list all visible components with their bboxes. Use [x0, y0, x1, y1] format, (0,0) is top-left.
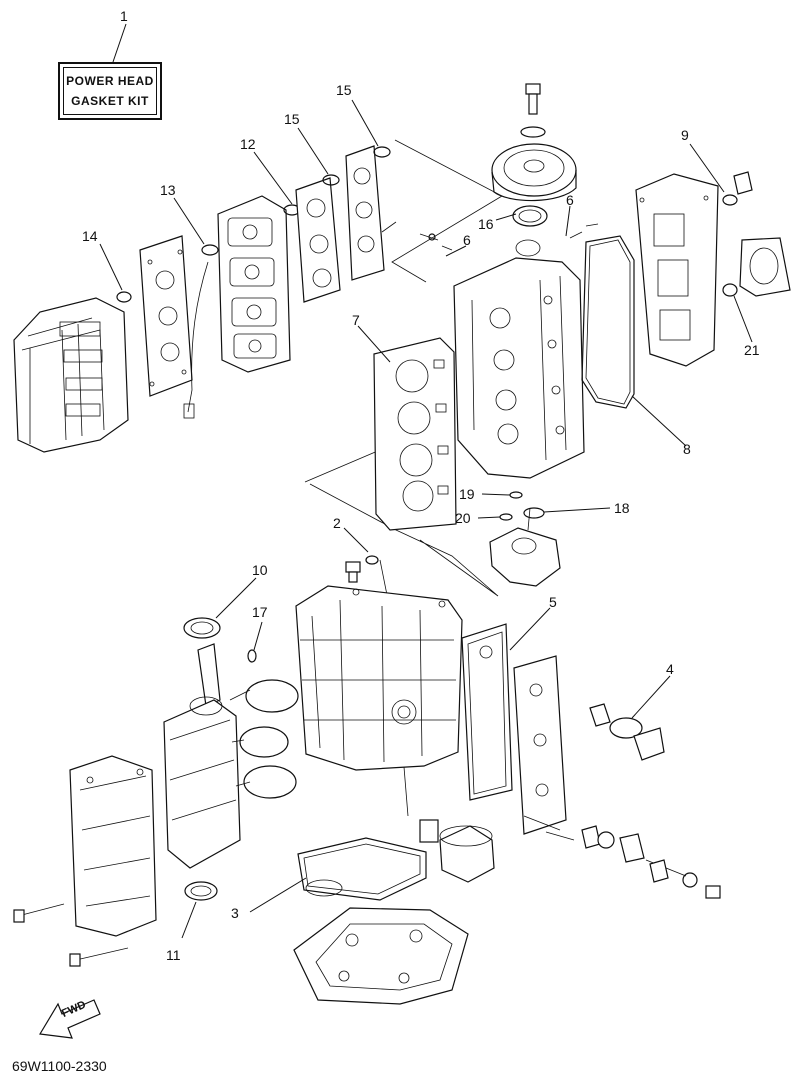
- crankcase: [295, 585, 463, 771]
- cylinder-head-cover: [13, 291, 132, 453]
- intake-plate: [139, 235, 219, 419]
- callout-9: 9: [681, 127, 689, 143]
- callout-15a: 15: [284, 111, 300, 127]
- callout-11: 11: [166, 947, 181, 963]
- oil-pan: [293, 907, 469, 1005]
- callout-17: 17: [252, 604, 268, 620]
- pin-17: [247, 649, 257, 663]
- cylinder-head-gasket: [373, 337, 457, 531]
- callout-13: 13: [160, 182, 176, 198]
- callout-4: 4: [666, 661, 674, 677]
- callout-2: 2: [333, 515, 341, 531]
- callout-10: 10: [252, 562, 268, 578]
- thermostat-cover: [722, 237, 791, 297]
- callout-8: 8: [683, 441, 691, 457]
- water-pump-housing: [489, 507, 561, 587]
- fwd-arrow: [39, 999, 101, 1039]
- intake-gasket-12: [295, 174, 341, 303]
- callout-19: 19: [459, 486, 475, 502]
- kit-label-line-2: GASKET KIT: [71, 94, 149, 108]
- power-head-gasket-kit-label: POWER HEAD GASKET KIT: [58, 62, 162, 120]
- cylinder-head: [419, 223, 599, 479]
- head-cover-gasket: [581, 235, 635, 409]
- thermostat-4: [589, 703, 665, 761]
- oil-seal-11: [184, 881, 218, 901]
- carburetor-assembly: [217, 195, 301, 373]
- callout-14: 14: [82, 228, 98, 244]
- callout-12: 12: [240, 136, 256, 152]
- rear-cover-plate: [635, 173, 719, 367]
- drawing-number: 69W1100-2330: [12, 1058, 107, 1074]
- callout-1: 1: [120, 8, 128, 24]
- bolt-2: [345, 555, 379, 583]
- kit-label-line-1: POWER HEAD: [66, 74, 154, 88]
- intake-gasket-15: [345, 145, 397, 281]
- crankshaft-pistons: [163, 643, 299, 869]
- callout-7: 7: [352, 312, 360, 328]
- leader-lines: [99, 23, 753, 939]
- callout-16: 16: [478, 216, 494, 232]
- drive-pulley: [491, 143, 577, 202]
- pulley-bolt: [520, 83, 546, 138]
- exhaust-cover-left: [13, 755, 157, 967]
- seal-ring-19: [509, 491, 523, 499]
- o-ring-20: [499, 513, 513, 521]
- oil-filter: [419, 819, 495, 883]
- exhaust-gasket-5: [461, 623, 513, 801]
- callout-21: 21: [744, 342, 760, 358]
- callout-3: 3: [231, 905, 239, 921]
- o-ring-18: [523, 507, 545, 519]
- callout-6b: 6: [463, 232, 471, 248]
- callout-20: 20: [455, 510, 471, 526]
- callout-5: 5: [549, 594, 557, 610]
- callout-6a: 6: [566, 192, 574, 208]
- oil-pan-gasket: [297, 837, 427, 901]
- relief-valve-parts: [581, 825, 721, 899]
- oil-seal-16: [512, 205, 548, 227]
- exhaust-inner-cover: [513, 655, 575, 841]
- oil-seal-10: [183, 617, 221, 639]
- callout-15b: 15: [336, 82, 352, 98]
- callout-18: 18: [614, 500, 630, 516]
- plug-9: [722, 171, 753, 206]
